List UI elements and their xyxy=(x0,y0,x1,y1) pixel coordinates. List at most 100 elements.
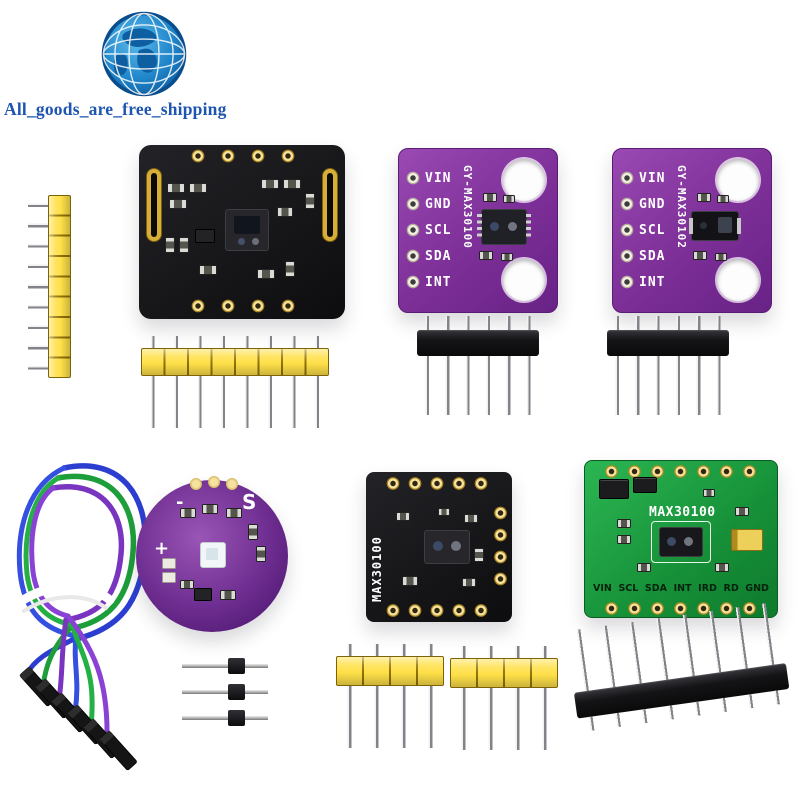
solder-pads-top xyxy=(183,149,303,163)
pin-label: VIN xyxy=(639,170,666,186)
yellow-pin-header-4pin xyxy=(450,646,558,750)
black-pin-header-6pin xyxy=(607,316,729,415)
yellow-plastic-blocks xyxy=(48,195,71,378)
smd-component xyxy=(189,183,207,193)
dupont-jumper-wires xyxy=(15,463,149,771)
smd-component xyxy=(226,508,242,518)
pin-label: SDA xyxy=(425,248,452,264)
board-name-vertical: MAX30100 xyxy=(370,536,384,602)
black-pin-header-3pin xyxy=(182,656,286,734)
smd-component xyxy=(165,237,175,253)
smd-component xyxy=(167,183,185,193)
smd-component xyxy=(256,546,266,562)
sensor-led xyxy=(433,541,443,551)
pin-label: INT xyxy=(673,583,692,594)
pin-label: GND xyxy=(745,583,769,594)
smd-component xyxy=(220,590,236,600)
metal-pins xyxy=(450,688,558,750)
pulse-sensor-board: - S + xyxy=(136,476,288,632)
smd-component xyxy=(637,563,651,572)
gy-max30102-module: VIN GND SCL SDA INT GY-MAX30102 xyxy=(612,148,772,313)
twist-tie xyxy=(15,582,115,607)
pin-label: SDA xyxy=(644,583,667,594)
black-pin-header-6pin xyxy=(417,316,539,415)
sensor-led xyxy=(700,222,707,229)
smd-component xyxy=(396,512,410,521)
pin-label: VIN xyxy=(593,583,612,594)
metal-pin xyxy=(182,716,268,720)
pin-label: SCL xyxy=(639,222,666,238)
yellow-plastic-blocks xyxy=(336,656,444,686)
metal-pin-stubs xyxy=(336,644,444,656)
metal-pins xyxy=(141,376,329,428)
board-name-vertical: GY-MAX30102 xyxy=(675,165,688,249)
heart-rate-sensor-chip xyxy=(225,209,269,251)
tzt-globe-icon xyxy=(101,11,187,97)
pin-labels-row: VIN SCL SDA INT IRD RD GND xyxy=(593,583,769,595)
metal-pin-stubs xyxy=(607,316,729,330)
heart-rate-sensor-chip xyxy=(659,527,703,557)
smd-component xyxy=(715,563,729,572)
smd-component xyxy=(285,261,295,277)
edge-pad xyxy=(226,478,238,490)
black-pin-header-8pin xyxy=(565,601,793,743)
metal-pins xyxy=(607,356,729,415)
led-die xyxy=(206,548,218,560)
tantalum-capacitor xyxy=(731,529,763,551)
yellow-pin-header-4pin xyxy=(336,644,444,748)
smd-component xyxy=(248,524,258,540)
chip-legs xyxy=(526,214,531,240)
metal-pins xyxy=(417,356,539,415)
metal-pins xyxy=(336,686,444,748)
smd-component xyxy=(283,179,301,189)
smd-component xyxy=(179,237,189,253)
pin-label: GND xyxy=(639,196,666,212)
yellow-plastic-blocks xyxy=(141,348,329,376)
sensor-photodiode xyxy=(451,541,461,551)
heart-rate-sensor-chip xyxy=(477,209,531,245)
silkscreen-outline xyxy=(651,521,711,563)
sensor-photodiode xyxy=(508,222,517,231)
pin-label: SDA xyxy=(639,248,666,264)
pin-label: INT xyxy=(639,274,666,290)
signal-mark-s: S xyxy=(242,490,257,514)
sensor-led xyxy=(238,238,245,245)
heart-rate-sensor-chip xyxy=(689,211,741,241)
smd-component xyxy=(199,265,217,275)
smd-component xyxy=(180,508,196,518)
smd-component xyxy=(305,193,315,209)
metal-pin-stubs xyxy=(450,646,558,658)
pin-label: SCL xyxy=(425,222,452,238)
header-plastic-block xyxy=(228,658,245,674)
pin-pad-column xyxy=(406,165,420,295)
polarity-mark-minus: - xyxy=(176,492,184,513)
board-name-vertical: GY-MAX30100 xyxy=(461,165,474,249)
smd-component xyxy=(693,251,707,260)
ic-chip xyxy=(633,477,657,493)
smd-component xyxy=(617,519,631,528)
gy-max30100-module: VIN GND SCL SDA INT GY-MAX30100 xyxy=(398,148,558,313)
led-window xyxy=(200,542,226,568)
smd-component xyxy=(162,572,176,583)
chip-contact xyxy=(689,218,693,234)
smd-component xyxy=(703,489,715,497)
solder-pads-right xyxy=(494,502,507,590)
smd-component xyxy=(169,199,187,209)
dupont-connectors xyxy=(19,666,137,771)
metal-pins xyxy=(28,195,48,378)
smd-component xyxy=(261,179,279,189)
chip-legs xyxy=(477,214,482,240)
header-plastic-bar xyxy=(607,330,729,356)
smd-component xyxy=(257,269,275,279)
yellow-plastic-blocks xyxy=(450,658,558,688)
metal-pin xyxy=(182,690,268,694)
heart-rate-sensor-chip xyxy=(424,530,470,564)
smd-component xyxy=(735,507,749,516)
pin-label: SCL xyxy=(618,583,639,594)
smd-component xyxy=(202,504,218,514)
mounting-hole xyxy=(717,159,759,201)
smd-component xyxy=(715,253,727,261)
max30102-breakout-board xyxy=(139,145,345,319)
smd-component xyxy=(277,207,293,217)
